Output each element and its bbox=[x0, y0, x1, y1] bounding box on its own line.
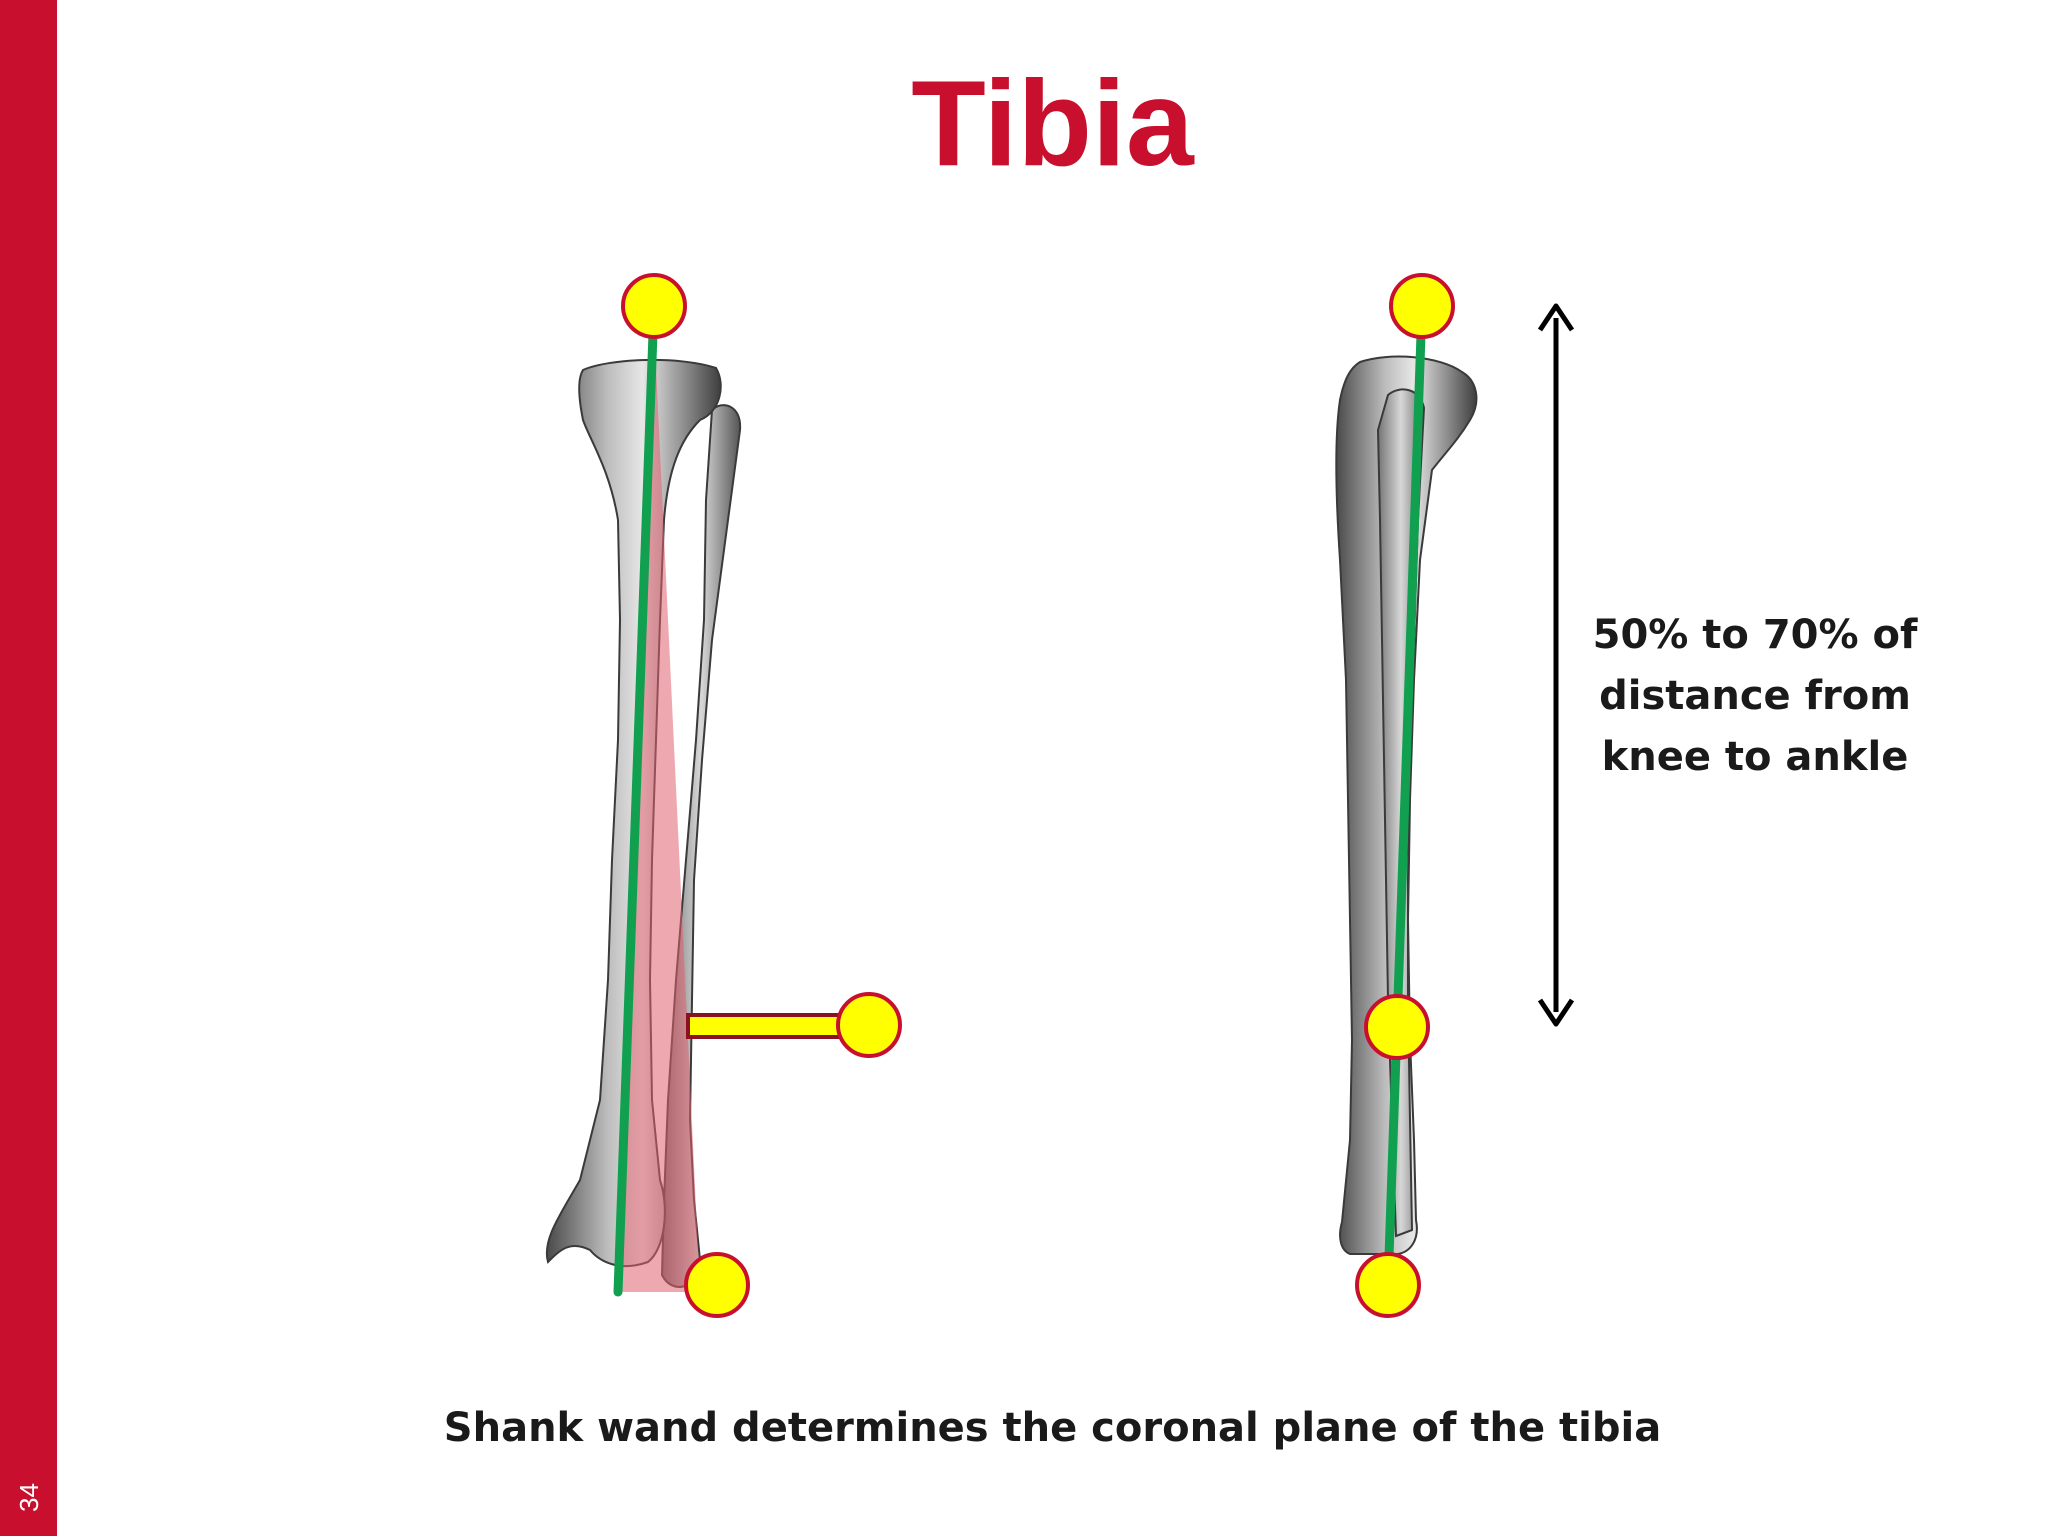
tibia-axis-line-lateral bbox=[1383, 301, 1427, 1290]
double-arrow-icon bbox=[1537, 303, 1575, 1027]
knee-marker-side bbox=[1389, 273, 1455, 339]
annotation-line-1: 50% to 70% of bbox=[1592, 612, 1918, 658]
ankle-marker-front bbox=[684, 1252, 750, 1318]
front-view bbox=[545, 273, 902, 1318]
side-bar: 34 bbox=[0, 0, 57, 1536]
knee-marker-front bbox=[621, 273, 687, 339]
distance-annotation: 50% to 70% of distance from knee to ankl… bbox=[1560, 605, 1950, 788]
wand-marker-side bbox=[1364, 994, 1430, 1060]
annotation-line-3: knee to ankle bbox=[1601, 734, 1909, 780]
side-view bbox=[1335, 273, 1478, 1318]
annotation-line-2: distance from bbox=[1599, 673, 1911, 719]
coronal-plane bbox=[620, 346, 700, 1292]
slide-caption: Shank wand determines the coronal plane … bbox=[443, 1405, 1662, 1451]
slide-title: Tibia bbox=[911, 55, 1194, 191]
ankle-marker-side bbox=[1355, 1252, 1421, 1318]
tibia-axis-line bbox=[613, 301, 659, 1297]
wand-marker bbox=[836, 992, 902, 1058]
